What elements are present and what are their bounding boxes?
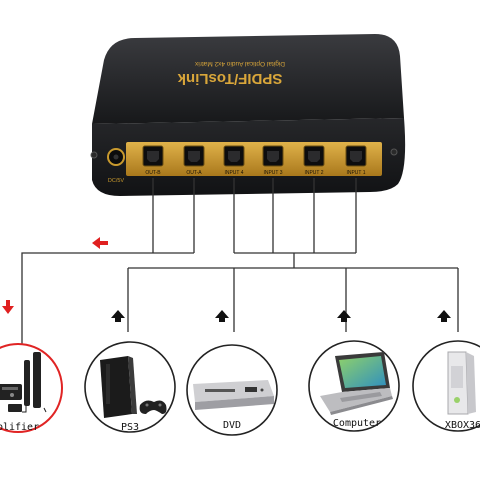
device-computer: Computer [308,340,400,432]
device-brand: SPDIF/TosLink [177,70,282,87]
port-opening [308,151,320,162]
device-label: XBOX360 [445,420,480,431]
xbox360-console-icon [447,351,476,415]
wire-output-bus [21,252,194,346]
port-opening [147,151,159,162]
port-label: INPUT 1 [346,170,365,176]
power-label: DC/5V [108,178,125,184]
optical-port: INPUT 3 [262,145,284,176]
device-label: Amplifier [0,422,39,433]
device-label: PS3 [121,422,139,433]
port-label: OUT-A [186,170,202,176]
black-up-arrow-icon [215,310,229,322]
optical-port: INPUT 1 [345,145,367,176]
ps3-console-icon [100,356,167,418]
port-opening [267,151,279,162]
input-arrows [111,310,451,322]
device-subtitle: Digital Optical Audio 4x2 Matrix [194,60,285,67]
wire-input-join [234,252,356,268]
device-top [92,34,404,124]
device-amplifier: Amplifier [0,343,63,433]
port-label: INPUT 3 [263,170,282,176]
black-up-arrow-icon [337,310,351,322]
port-opening [188,151,200,162]
power-jack-pin [113,154,119,160]
device-label: Computer [333,418,381,429]
amplifier-speakers-icon [0,352,47,413]
matrix-device: SPDIF/TosLink Digital Optical Audio 4x2 … [90,34,406,196]
wiring [21,178,459,346]
device-label: DVD [223,420,241,431]
optical-port: INPUT 2 [303,145,325,176]
output-arrows [2,237,108,314]
laptop-icon [320,352,393,415]
device-ps3: PS3 [84,341,176,433]
port-label: OUT-B [145,170,161,176]
screw [390,148,398,156]
optical-port: INPUT 4 [223,145,245,176]
red-down-arrow-icon [2,300,14,314]
screw [90,151,98,159]
port-opening [350,151,362,162]
dvd-player-icon [193,380,274,410]
port-opening [228,151,240,162]
port-strip [126,142,382,176]
port-label: INPUT 4 [224,170,243,176]
optical-port: OUT-A [183,145,205,176]
device-dvd: DVD [186,344,278,436]
black-up-arrow-icon [111,310,125,322]
port-label: INPUT 2 [304,170,323,176]
black-up-arrow-icon [437,310,451,322]
device-xbox360: XBOX360 [412,340,480,432]
optical-port: OUT-B [142,145,164,176]
red-left-arrow-icon [92,237,108,249]
